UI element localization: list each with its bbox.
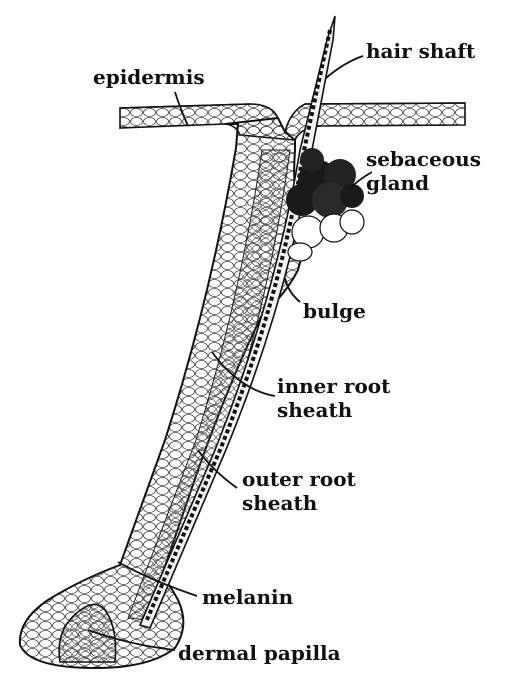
hair-shaft-label: hair shaft [366,40,475,62]
melanin-label: melanin [202,586,293,608]
hair-shaft-leader [326,56,363,78]
outer-root-sheath-label-line1: outer root [242,468,356,490]
inner-root-sheath-label-line1: inner root [277,375,390,397]
epidermis-layer [120,103,465,140]
outer-root-sheath-label-line2: sheath [242,492,317,514]
inner-root-sheath-label-line2: sheath [277,399,352,421]
sebaceous-gland-label-line1: sebaceous [366,148,481,170]
epidermis-label: epidermis [93,66,205,88]
sebaceous-gland-label-line2: gland [366,172,429,194]
dermal-papilla-label: dermal papilla [178,642,341,664]
bulge-label: bulge [303,300,366,322]
